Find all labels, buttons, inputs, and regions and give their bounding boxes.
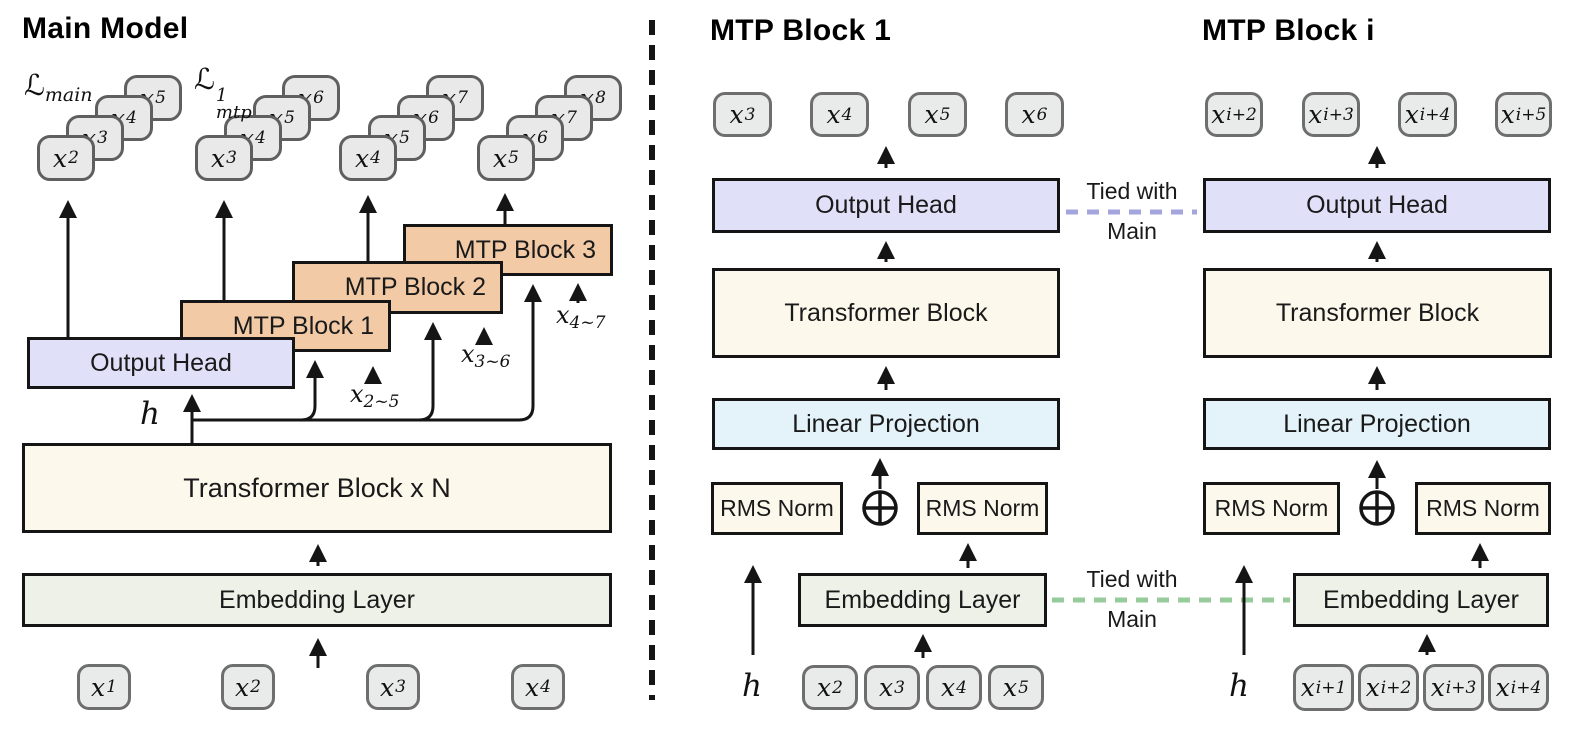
hidden-state-label: h — [742, 668, 762, 704]
output-head-block: Output Head — [712, 178, 1060, 233]
output-head-block: Output Head — [1203, 178, 1551, 233]
tied-output-head-label-line1: Tied with — [1086, 178, 1178, 204]
output-head-block: Output Head — [27, 337, 295, 389]
transformer-block-xn: Transformer Block x N — [22, 443, 612, 533]
add-icon — [862, 490, 898, 526]
tied-output-head-label-line2: Main — [1107, 218, 1157, 244]
tied-embedding-label-line2: Main — [1107, 606, 1157, 632]
embedding-layer-block: Embedding Layer — [22, 573, 612, 627]
token-stack-3: x7 x6 x5 x4 — [339, 73, 489, 185]
linear-projection-block: Linear Projection — [1203, 398, 1551, 450]
tied-embedding-label-line1: Tied with — [1086, 566, 1178, 592]
rms-norm-block: RMS Norm — [1203, 482, 1340, 535]
rms-norm-block: RMS Norm — [711, 482, 843, 535]
input-range-label-3: x4~7 — [556, 301, 606, 333]
hidden-state-label: h — [140, 396, 160, 432]
embedding-layer-block: Embedding Layer — [1293, 573, 1549, 627]
loss-main-label: ℒmain — [24, 68, 93, 106]
token-stack-2: x6 x5 x4 x3 — [195, 73, 345, 185]
rms-norm-block: RMS Norm — [1415, 482, 1551, 535]
token-stack-4: x8 x7 x6 x5 — [477, 73, 627, 185]
embedding-layer-block: Embedding Layer — [798, 573, 1047, 627]
add-icon — [1359, 490, 1395, 526]
hidden-state-label: h — [1229, 668, 1249, 704]
input-range-label-1: x2~5 — [350, 380, 400, 412]
rms-norm-block: RMS Norm — [917, 482, 1048, 535]
transformer-block: Transformer Block — [712, 268, 1060, 358]
token-stack-1: x5 x4 x3 x2 — [37, 73, 187, 185]
linear-projection-block: Linear Projection — [712, 398, 1060, 450]
mtp-block-2: MTP Block 2 — [292, 261, 503, 314]
mtp-block-i-title: MTP Block i — [1202, 14, 1375, 47]
main-model-title: Main Model — [22, 12, 189, 45]
input-range-label-2: x3~6 — [461, 340, 511, 372]
mtp-block-1-title: MTP Block 1 — [710, 14, 892, 47]
transformer-block: Transformer Block — [1203, 268, 1552, 358]
